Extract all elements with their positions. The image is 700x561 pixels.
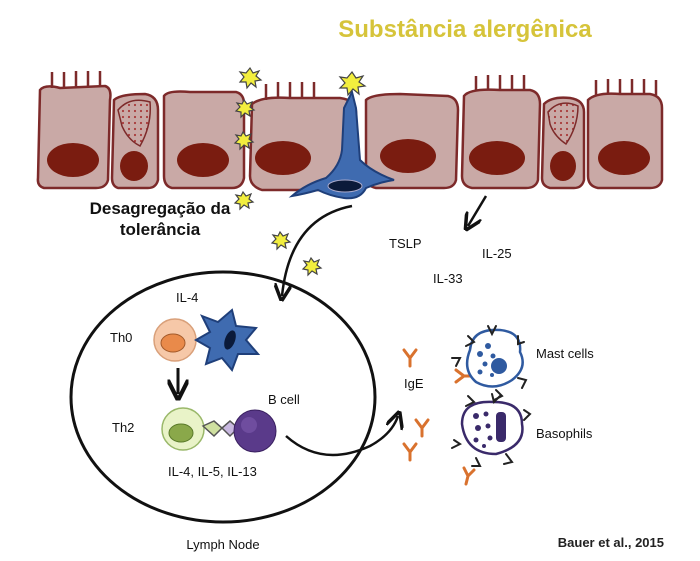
epithelial-cell — [586, 79, 664, 190]
lymph-node — [69, 270, 377, 524]
mast-cell — [451, 325, 528, 401]
allergen-particle — [233, 190, 255, 211]
il4-label: IL-4 — [176, 290, 198, 305]
allergen-particle — [234, 98, 256, 119]
ige-antibody — [402, 348, 418, 368]
dendritic-cell-node — [193, 308, 261, 372]
arrow-to-cytokines — [468, 195, 488, 226]
allergen-particle — [301, 256, 323, 277]
tolerance-label-line2: tolerância — [120, 220, 201, 239]
basophils-label: Basophils — [536, 426, 593, 441]
lymph-node-label: Lymph Node — [186, 537, 259, 552]
ige-antibody — [402, 442, 418, 462]
goblet-cell — [540, 96, 586, 190]
th2-cell — [161, 407, 205, 451]
allergen-particle — [233, 130, 255, 151]
ige-antibody — [462, 466, 476, 486]
ige-label: IgE — [404, 376, 424, 391]
allergen-particle — [238, 66, 263, 90]
allergen-particle — [270, 230, 292, 251]
cytokine-il25: IL-25 — [482, 246, 512, 261]
epithelial-cell — [162, 90, 246, 190]
arrow-to-ige — [285, 416, 398, 457]
mast-cells-label: Mast cells — [536, 346, 594, 361]
cytokine-il33: IL-33 — [433, 271, 463, 286]
th2-label: Th2 — [112, 420, 134, 435]
b-cell — [233, 409, 277, 453]
tolerance-label-line1: Desagregação da — [90, 199, 231, 218]
citation: Bauer et al., 2015 — [558, 535, 664, 550]
epithelial-cell — [36, 71, 112, 190]
th2-cytokines-label: IL-4, IL-5, IL-13 — [168, 464, 257, 479]
arrow-to-lymph-node — [282, 204, 353, 296]
dendritic-cell-epithelium — [288, 89, 395, 200]
title: Substância alergênica — [338, 16, 592, 43]
allergen-particle — [338, 70, 367, 97]
cytokine-tslp: TSLP — [389, 236, 422, 251]
allergen-particles — [233, 66, 367, 277]
ige-antibody — [414, 418, 430, 438]
th0-label: Th0 — [110, 330, 132, 345]
b-cell-label: B cell — [268, 392, 300, 407]
epithelial-cell — [460, 75, 542, 190]
tcr-bcr-synapse — [201, 420, 240, 438]
epithelial-cell — [248, 82, 358, 192]
th0-cell — [153, 318, 197, 362]
epithelial-cell — [364, 92, 460, 190]
basophil — [451, 393, 532, 467]
goblet-cell — [110, 92, 160, 190]
epithelium — [36, 71, 664, 192]
